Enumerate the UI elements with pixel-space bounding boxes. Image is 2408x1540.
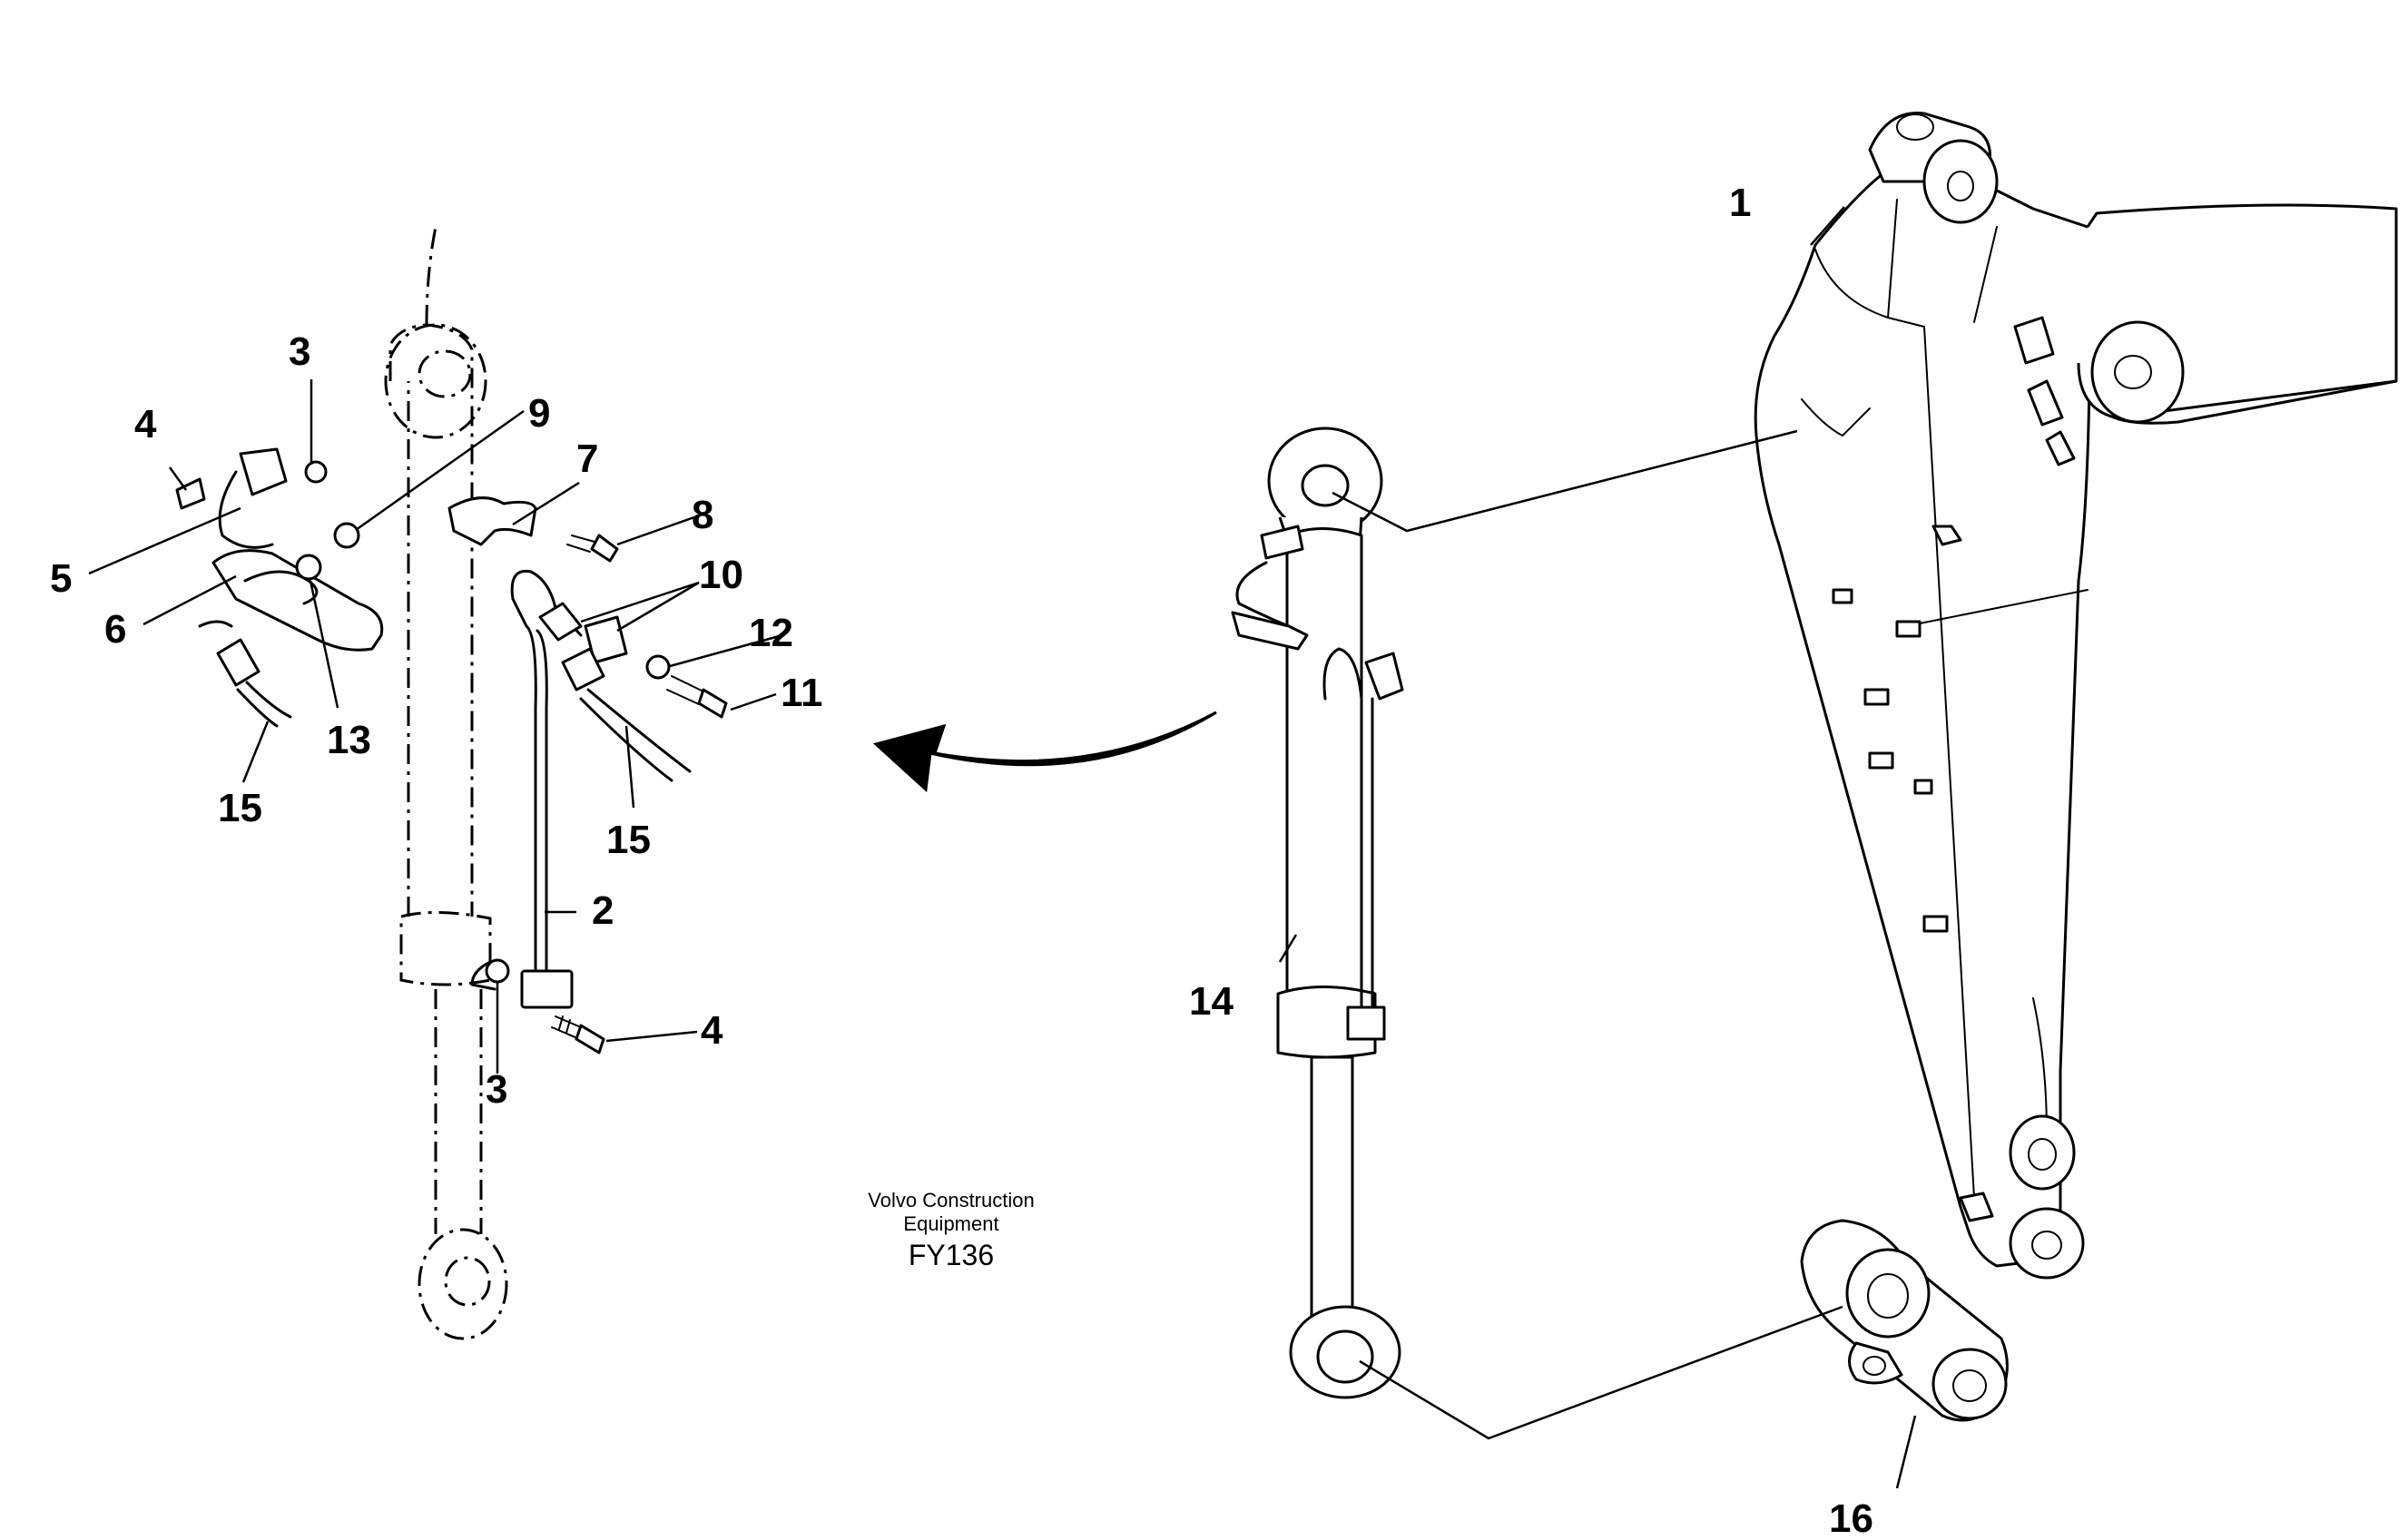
callout-9: 9 (528, 391, 550, 436)
link-bracket (1800, 1219, 2009, 1422)
bucket-pivot (2009, 1207, 2085, 1280)
callout-6: 6 (104, 607, 126, 652)
boom-arm (1754, 112, 2398, 1280)
boom-pivot (2090, 320, 2185, 424)
diagram-caption: Volvo Construction Equipment FY136 (868, 1189, 1034, 1271)
phantom-top-eye (384, 323, 487, 439)
cylinder-barrel (1285, 527, 1363, 1023)
hydraulic-tube (510, 569, 583, 982)
caption-line-2: Equipment (903, 1212, 998, 1235)
caption-line-1: Volvo Construction (868, 1189, 1034, 1211)
callout-1: 1 (1729, 181, 1751, 225)
callout-14: 14 (1189, 979, 1233, 1024)
callout-3-upper: 3 (289, 329, 310, 374)
callout-11: 11 (781, 671, 823, 715)
lightening-hole (2013, 316, 2055, 365)
upper-tube-block (538, 602, 583, 642)
callout-15-left: 15 (218, 786, 262, 830)
callout-4-upper: 4 (134, 402, 157, 446)
callout-15-right: 15 (606, 818, 651, 862)
bolt-8 (590, 534, 619, 563)
leader-lines (88, 206, 1917, 1489)
connection-line-top (1332, 429, 1798, 533)
upper-hose-clamp (239, 447, 288, 496)
u-clamp (447, 496, 537, 546)
callout-16: 16 (1829, 1496, 1873, 1540)
hose-fitting (561, 647, 605, 692)
curved-arrow-icon (872, 711, 1217, 793)
upper-bolt (175, 477, 206, 510)
callout-2: 2 (592, 888, 614, 933)
callout-8: 8 (692, 493, 713, 537)
callout-labels: 1 2 3 3 4 4 5 6 7 8 9 10 11 12 13 14 15 … (50, 181, 1873, 1540)
nut-13 (295, 554, 322, 581)
callout-13: 13 (327, 718, 371, 762)
callout-5: 5 (50, 556, 72, 601)
hydraulic-cylinder (1231, 427, 1404, 1399)
washer-12 (645, 654, 671, 680)
cylinder-detail-view (175, 226, 728, 1340)
phantom-cylinder-outline (388, 323, 474, 917)
lower-tube-clamp (520, 969, 574, 1009)
lower-bolt (575, 1024, 605, 1054)
callout-10: 10 (699, 553, 743, 597)
upper-spacer (304, 460, 328, 484)
cylinder-tube-clamp (1346, 1005, 1386, 1041)
phantom-rod-eye (418, 1228, 508, 1340)
washer-9 (333, 522, 360, 549)
callout-12: 12 (749, 611, 793, 655)
callout-3-lower: 3 (486, 1067, 507, 1112)
phantom-gland-collar (399, 911, 492, 986)
caption-code: FY136 (909, 1239, 994, 1271)
piston-rod (1310, 1055, 1354, 1318)
callout-7: 7 (576, 436, 598, 481)
connection-line-bottom (1359, 1305, 1843, 1440)
connection-lines (1332, 429, 1843, 1440)
detail-arrow (872, 711, 1217, 793)
callout-4-lower: 4 (701, 1008, 723, 1053)
bolt-11 (697, 688, 728, 719)
hose-fitting-left (216, 638, 260, 687)
lower-boss (2009, 1114, 2076, 1191)
